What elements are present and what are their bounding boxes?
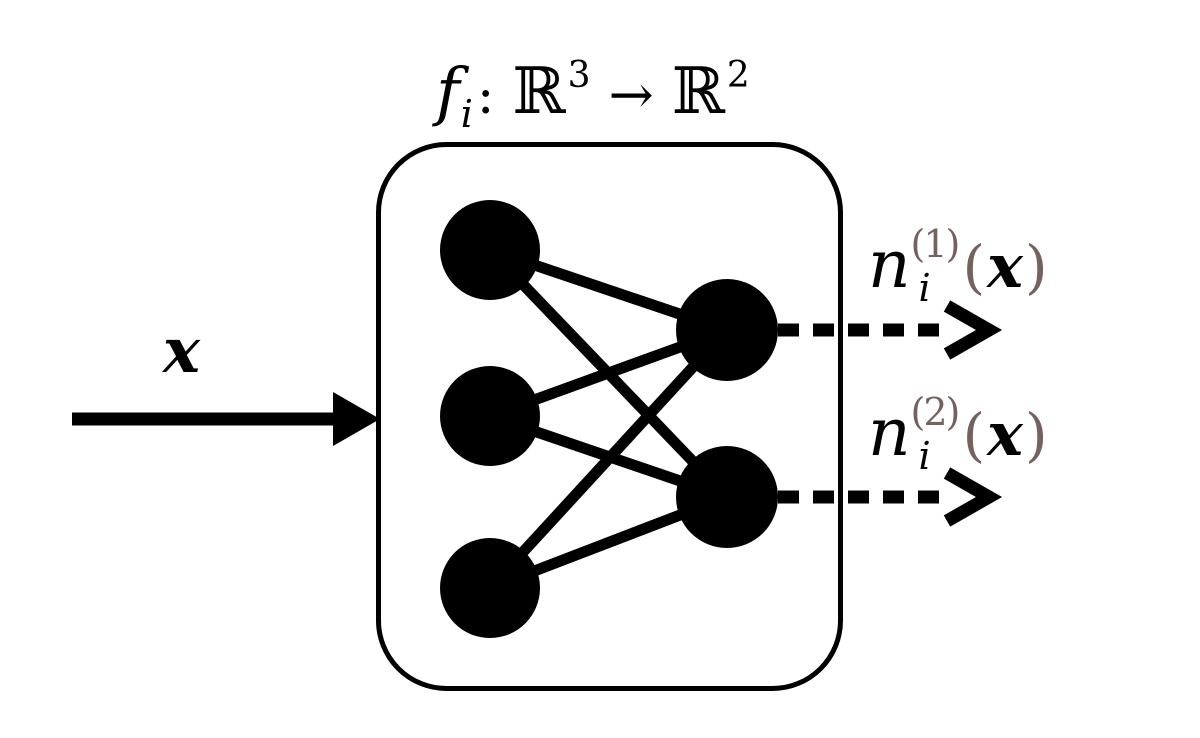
output-1-subscript: i [918, 266, 931, 310]
codomain-set: ℝ [671, 55, 725, 129]
output-label-2: n(2)i(x) [868, 393, 1048, 475]
output-2-base: n [868, 394, 911, 471]
input-node-3 [440, 538, 540, 638]
func-symbol: f [436, 55, 460, 129]
input-arrowhead-icon [333, 392, 380, 446]
codomain-exponent: 2 [726, 55, 750, 96]
output-2-subscript: i [918, 434, 931, 478]
output-2-paren-open: ( [962, 401, 986, 469]
func-subscript: i [460, 92, 473, 136]
output-node-2 [676, 446, 778, 548]
input-arrow [72, 392, 380, 446]
edge-i3-o1 [485, 326, 732, 592]
output-1-paren-open: ( [962, 233, 986, 301]
output-2-paren-close: ) [1024, 401, 1048, 469]
output-1-base: n [868, 226, 911, 303]
input-label: x [163, 314, 200, 387]
output-2-scripts: (2)i [911, 393, 963, 475]
output-node-group [676, 279, 778, 548]
output-1-argument: x [987, 232, 1023, 302]
input-node-1 [440, 200, 540, 300]
output-2-superscript: (2) [910, 390, 961, 434]
maps-to-arrow-icon: → [608, 63, 654, 126]
domain-set: ℝ [512, 55, 566, 129]
output-arrow-2 [778, 467, 1003, 527]
colon: : [476, 66, 495, 126]
function-signature: fi:ℝ3→ℝ2 [436, 55, 750, 136]
output-arrow-2-head-icon [943, 467, 1003, 527]
input-node-group [440, 200, 540, 638]
function-box [376, 142, 843, 691]
output-1-superscript: (1) [910, 222, 961, 266]
output-1-paren-close: ) [1024, 233, 1048, 301]
output-2-argument: x [987, 400, 1023, 470]
output-1-scripts: (1)i [911, 225, 963, 307]
output-arrow-1 [778, 300, 1003, 360]
domain-exponent: 3 [567, 55, 591, 96]
input-node-2 [440, 366, 540, 466]
output-node-1 [676, 279, 778, 381]
output-label-1: n(1)i(x) [868, 225, 1048, 307]
output-arrow-1-head-icon [943, 300, 1003, 360]
